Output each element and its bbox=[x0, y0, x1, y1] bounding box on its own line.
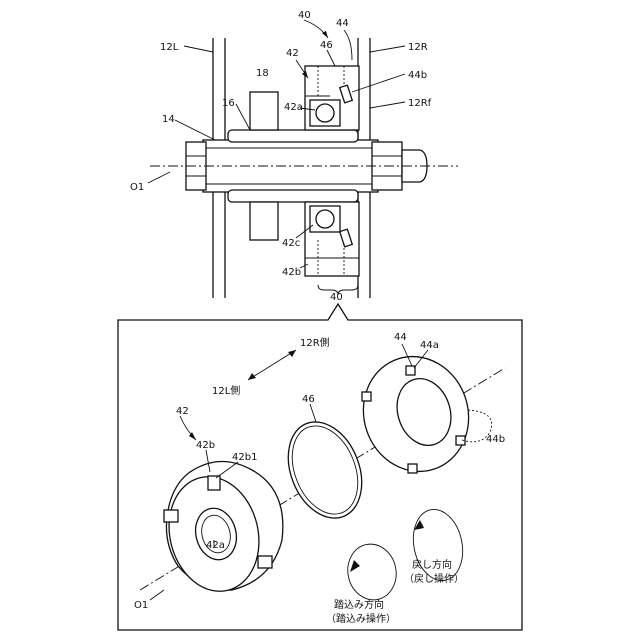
press-rotation-arrow bbox=[343, 540, 402, 605]
label-12l: 12L bbox=[160, 42, 179, 53]
label-44b-detail: 44b bbox=[486, 434, 505, 445]
label-16: 16 bbox=[222, 98, 235, 109]
label-42-detail: 42 bbox=[176, 406, 189, 417]
label-42b1-detail: 42b1 bbox=[232, 452, 257, 463]
label-46-detail: 46 bbox=[302, 394, 315, 405]
label-14: 14 bbox=[162, 114, 175, 125]
pedal-arm-18 bbox=[250, 92, 278, 130]
label-12r: 12R bbox=[408, 42, 428, 53]
label-12rf: 12Rf bbox=[408, 98, 432, 109]
label-42b-detail: 42b bbox=[196, 440, 215, 451]
label-40-top: 40 bbox=[298, 10, 311, 21]
ball-42c bbox=[316, 210, 334, 228]
sleeve-16-upper bbox=[228, 130, 358, 142]
label-46-top: 46 bbox=[320, 40, 333, 51]
label-12r-side: 12R側 bbox=[300, 336, 330, 349]
ball-42a bbox=[316, 104, 334, 122]
sleeve-16-lower bbox=[228, 190, 358, 202]
label-42c: 42c bbox=[282, 238, 300, 249]
part-46-ring bbox=[275, 411, 376, 529]
label-42b-top: 42b bbox=[282, 267, 301, 278]
label-42a-top: 42a bbox=[284, 102, 303, 113]
label-44-top: 44 bbox=[336, 18, 349, 29]
part-42-nut bbox=[157, 461, 283, 600]
label-12l-side: 12L側 bbox=[212, 384, 240, 397]
part-44-plate bbox=[349, 343, 492, 485]
label-42-top: 42 bbox=[286, 48, 299, 59]
label-o1-detail: O1 bbox=[134, 600, 148, 611]
label-o1-top: O1 bbox=[130, 182, 144, 193]
label-44a-detail: 44a bbox=[420, 340, 439, 351]
label-press-direction: 踏込み方向 bbox=[334, 598, 384, 611]
label-40-bottom: 40 bbox=[330, 292, 343, 303]
pedal-arm-lower bbox=[250, 202, 278, 240]
top-assembly bbox=[148, 20, 458, 298]
label-44-detail: 44 bbox=[394, 332, 407, 343]
label-return-direction: 戻し方向 bbox=[412, 558, 452, 571]
tab-44a bbox=[406, 366, 415, 375]
label-42a-detail: 42a bbox=[206, 540, 225, 551]
label-press-operation: （踏込み操作） bbox=[326, 612, 396, 625]
label-18: 18 bbox=[256, 68, 269, 79]
slot-42b1 bbox=[208, 476, 220, 490]
label-44b-top: 44b bbox=[408, 70, 427, 81]
label-return-operation: （戻し操作） bbox=[404, 572, 464, 585]
